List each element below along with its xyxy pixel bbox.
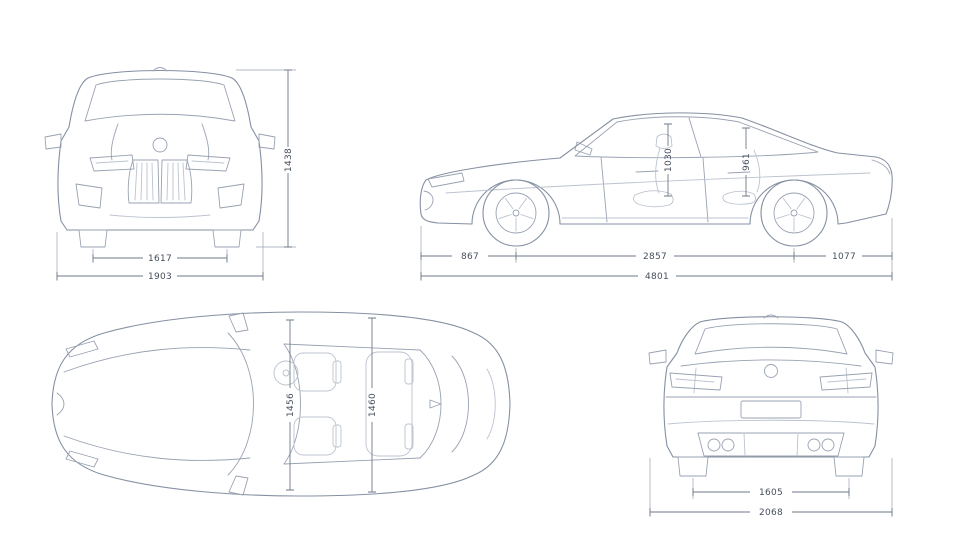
dim-label-overall-length: 4801 (645, 272, 669, 282)
antenna-fin (152, 67, 168, 72)
taillights (669, 372, 873, 391)
dim-label-rear-width: 2068 (759, 508, 783, 518)
dim-label-front-track: 1617 (148, 254, 172, 264)
top-view: 1456 1460 (51, 311, 511, 497)
top-dimensions: 1456 1460 (286, 317, 378, 493)
diffuser (697, 432, 845, 457)
rear-view: 1605 2068 (648, 314, 894, 518)
bmw-roundel (152, 137, 168, 153)
headlight (427, 172, 465, 188)
windshield-cowl (227, 332, 254, 476)
rear-window (694, 323, 848, 355)
dim-label-front-overhang: 867 (461, 252, 479, 262)
exhaust-tips (707, 438, 721, 452)
side-view: 1030 961 867 2857 1077 4801 (419, 112, 893, 282)
bmw-roundel-rear (764, 364, 778, 378)
antenna-fin-rear (763, 314, 779, 319)
grille-slats (134, 162, 186, 201)
front-body-outline (57, 69, 263, 231)
greenhouse (574, 116, 819, 159)
nose-kidney (423, 190, 434, 211)
windshield (84, 78, 236, 122)
nose-kidney-top (56, 392, 65, 416)
interior-seats (633, 133, 761, 208)
rear-wheels (677, 456, 865, 477)
cabin-top (273, 351, 414, 457)
side-dimensions: 1030 961 867 2857 1077 4801 (420, 123, 893, 282)
antenna-fin-top (429, 399, 442, 409)
steering-wheel (273, 360, 299, 386)
driver-seat (293, 352, 337, 392)
side-details (423, 117, 891, 223)
license-plate (740, 400, 802, 419)
side-mirror (574, 141, 593, 156)
dim-label-height: 1438 (284, 148, 294, 172)
taillight (871, 159, 891, 175)
dim-label-front-headroom: 1030 (664, 148, 674, 172)
front-wheels (78, 229, 242, 248)
dim-label-rear-interior-width: 1460 (368, 393, 378, 417)
dim-label-rear-headroom: 961 (742, 153, 752, 171)
rear-window-top (419, 349, 442, 459)
front-dimensions: 1438 1617 1903 (56, 69, 296, 282)
kidney-grille (127, 159, 193, 204)
side-mirrors (44, 133, 276, 150)
rear-details (648, 314, 894, 477)
dim-label-rear-track: 1605 (759, 488, 783, 498)
rear-body-outline (663, 316, 879, 458)
dim-label-front-interior-width: 1456 (286, 393, 296, 417)
passenger-seat (293, 416, 337, 456)
trunk-edge (451, 355, 469, 453)
dim-label-front-width: 1903 (148, 272, 172, 282)
mirrors-top (228, 312, 249, 496)
bumper-intakes (75, 183, 245, 209)
front-details (75, 123, 245, 248)
dim-label-rear-overhang: 1077 (832, 252, 856, 262)
rear-dimensions: 1605 2068 (649, 458, 893, 518)
dim-label-wheelbase: 2857 (643, 252, 667, 262)
rear-wheel (760, 179, 828, 247)
front-wheel (482, 179, 550, 247)
door-handles (635, 170, 751, 174)
top-body-outline (51, 311, 511, 497)
rear-bench (365, 351, 413, 457)
headlights-top (65, 340, 99, 468)
mirrors-rear (648, 349, 894, 365)
headlights (89, 154, 231, 172)
b-pillar (688, 117, 702, 158)
top-details (56, 312, 496, 496)
front-view: 1438 1617 1903 (44, 67, 296, 282)
